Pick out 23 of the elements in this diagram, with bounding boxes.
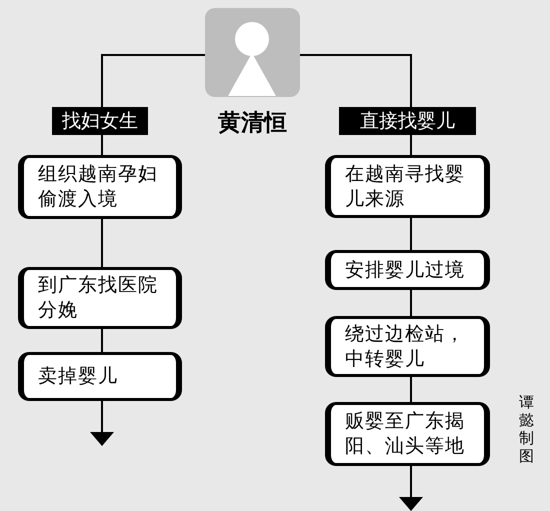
connector-line bbox=[300, 54, 412, 107]
step-box: 绕过边检站，中转婴儿 bbox=[325, 316, 490, 377]
person-icon bbox=[205, 8, 300, 97]
step-box: 组织越南孕妇偷渡入境 bbox=[18, 155, 182, 219]
connector-line bbox=[410, 135, 412, 155]
arrow bbox=[399, 466, 423, 511]
connector-line bbox=[410, 218, 412, 250]
connector-line bbox=[410, 290, 412, 316]
connector-line bbox=[101, 54, 205, 107]
name-label: 黄清恒 bbox=[218, 109, 287, 138]
credit-label: 谭懿制图 bbox=[519, 393, 535, 465]
heading-bar: 找妇女生 bbox=[52, 107, 148, 135]
step-box: 卖掉婴儿 bbox=[18, 352, 182, 401]
heading-bar: 直接找婴儿 bbox=[339, 107, 476, 135]
step-box: 在越南寻找婴儿来源 bbox=[325, 155, 490, 218]
step-box: 安排婴儿过境 bbox=[325, 250, 490, 290]
connector-line bbox=[101, 135, 103, 155]
connector-line bbox=[101, 329, 103, 352]
connector-line bbox=[101, 219, 103, 267]
arrow bbox=[90, 401, 114, 446]
step-box: 到广东找医院分娩 bbox=[18, 267, 182, 329]
connector-line bbox=[410, 377, 412, 402]
step-box: 贩婴至广东揭阳、汕头等地 bbox=[325, 402, 490, 466]
